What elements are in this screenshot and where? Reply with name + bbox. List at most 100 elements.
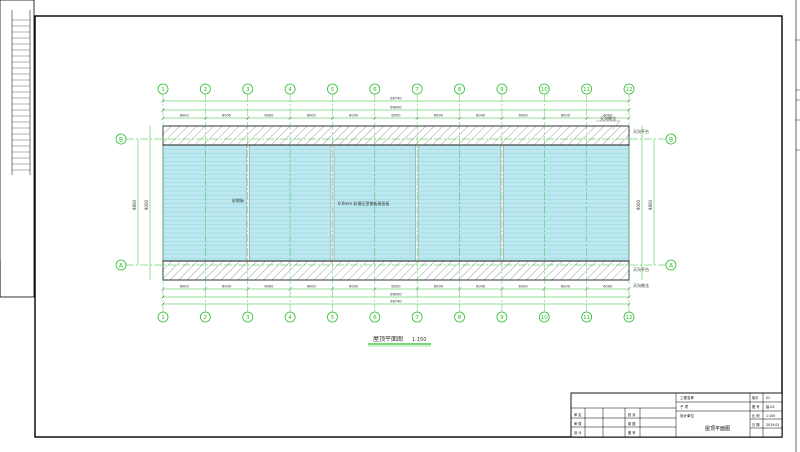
left-vertical-dims: 9800 9000: [132, 126, 151, 280]
dim-total-label: 66740: [390, 300, 402, 304]
grid-number: 11: [583, 315, 590, 321]
grid-number: 8: [458, 87, 462, 93]
tb-project-label: 工程名称: [680, 395, 694, 400]
svg-text:9800: 9800: [132, 199, 137, 210]
dim-label: 6000: [391, 285, 401, 289]
dim-label: 6000: [434, 285, 444, 289]
grid-bubble: [454, 83, 465, 95]
grid-number: 2: [204, 315, 208, 321]
grid-bubble: [199, 83, 211, 95]
left-info-panel: [0, 0, 35, 298]
dim-label: 6000: [222, 285, 232, 289]
note-bottom-right-2: 天沟做法: [633, 282, 649, 288]
dim-tick: [457, 116, 462, 120]
drawing-border: [34, 15, 783, 438]
grid-number: 4: [288, 315, 292, 321]
dim-tick: [457, 287, 462, 291]
note-left-panel: 彩钢板: [232, 197, 244, 203]
dim-tick: [542, 116, 546, 120]
grid-number: 10: [541, 87, 548, 93]
grid-number: 5: [331, 87, 335, 93]
dim-label: 6000: [519, 285, 529, 289]
tb-version-label: 版次: [752, 395, 759, 400]
tb-version-value: 01: [766, 396, 770, 400]
axis-bubble-B-right: B: [665, 133, 677, 145]
tb-num-label-left: 图 号: [628, 430, 635, 435]
grid-number: 4: [288, 87, 292, 93]
dim-tick: [627, 287, 631, 291]
grid-number: 7: [415, 315, 419, 321]
grid-bubble: [623, 311, 635, 323]
dim-tick: [373, 116, 377, 120]
grid-bubble: [411, 311, 423, 323]
roof-surface: [162, 144, 630, 262]
dim-tick: [542, 287, 546, 291]
grid-bubble: [623, 83, 635, 95]
dim-label: 6000: [519, 114, 529, 118]
right-edge-panel: [795, 0, 800, 452]
grid-bubble: [496, 311, 508, 323]
dim-total-label: 66000: [390, 293, 402, 297]
dim-tick: [330, 116, 335, 120]
svg-text:9800: 9800: [648, 199, 653, 210]
axis-bubble-B-left: B: [115, 133, 127, 145]
svg-text:A: A: [669, 263, 674, 270]
dim-label: 6000: [264, 285, 274, 289]
dim-label: 6000: [307, 285, 317, 289]
top-gutter: [162, 125, 630, 146]
grid-bubble: [327, 311, 338, 323]
grid-number: 8: [458, 315, 462, 321]
dim-tick: [500, 116, 504, 120]
axis-bubble-A-right: A: [665, 259, 677, 271]
note-bottom-right: 天沟平台: [633, 266, 649, 272]
dim-label: 6000: [391, 114, 401, 118]
tb-row-e: 制 图: [628, 421, 635, 426]
note-top-right-2: 天沟平台: [633, 128, 649, 134]
bottom-gutter: [162, 260, 630, 281]
dim-tick: [330, 287, 335, 291]
dim-label: 6000: [561, 114, 571, 118]
svg-text:B: B: [669, 137, 673, 144]
grid-bubble: [327, 83, 338, 95]
tb-design-label: 设计单位: [680, 413, 694, 418]
right-vertical-dims: 9000 9800: [636, 126, 655, 280]
tb-scale-label: 比 例: [752, 413, 759, 418]
grid-number: 5: [331, 315, 335, 321]
tb-row-c: 设 计: [574, 430, 582, 435]
roof-panel-lines: [163, 148, 629, 259]
dim-label: 6000: [476, 285, 486, 289]
grid-number: 1: [161, 87, 165, 93]
grid-number: 1: [161, 315, 165, 321]
svg-text:9000: 9000: [144, 199, 149, 210]
grid-bubble: [538, 83, 550, 95]
grid-bubble: [581, 83, 593, 95]
grid-bubble: [454, 311, 465, 323]
svg-text:B: B: [119, 137, 123, 144]
dim-tick: [203, 287, 208, 291]
dim-label: 6000: [603, 285, 613, 289]
dim-label: 6000: [434, 114, 444, 118]
dim-total-label: 66000: [390, 106, 402, 110]
grid-number: 10: [541, 315, 548, 321]
dim-label: 6000: [222, 114, 232, 118]
dim-tick: [415, 287, 419, 291]
tb-row-d: 校 对: [628, 412, 636, 417]
grid-number: 7: [415, 87, 419, 93]
tb-drawing-name: 屋顶平面图: [705, 426, 730, 432]
dim-tick: [246, 287, 250, 291]
grid-number: 6: [373, 87, 377, 93]
dim-label: 6000: [349, 114, 359, 118]
grid-number: 3: [246, 315, 250, 321]
dim-label: 6000: [180, 114, 190, 118]
dim-label: 6000: [349, 285, 359, 289]
grid-number: 3: [246, 87, 250, 93]
grid-bubble: [411, 83, 423, 95]
svg-text:A: A: [119, 263, 124, 270]
tb-date-value: 2019.03: [766, 423, 779, 427]
tb-row-b: 审 核: [574, 421, 582, 426]
grid-bubble: [199, 311, 211, 323]
tb-date-label: 日 期: [752, 422, 759, 427]
